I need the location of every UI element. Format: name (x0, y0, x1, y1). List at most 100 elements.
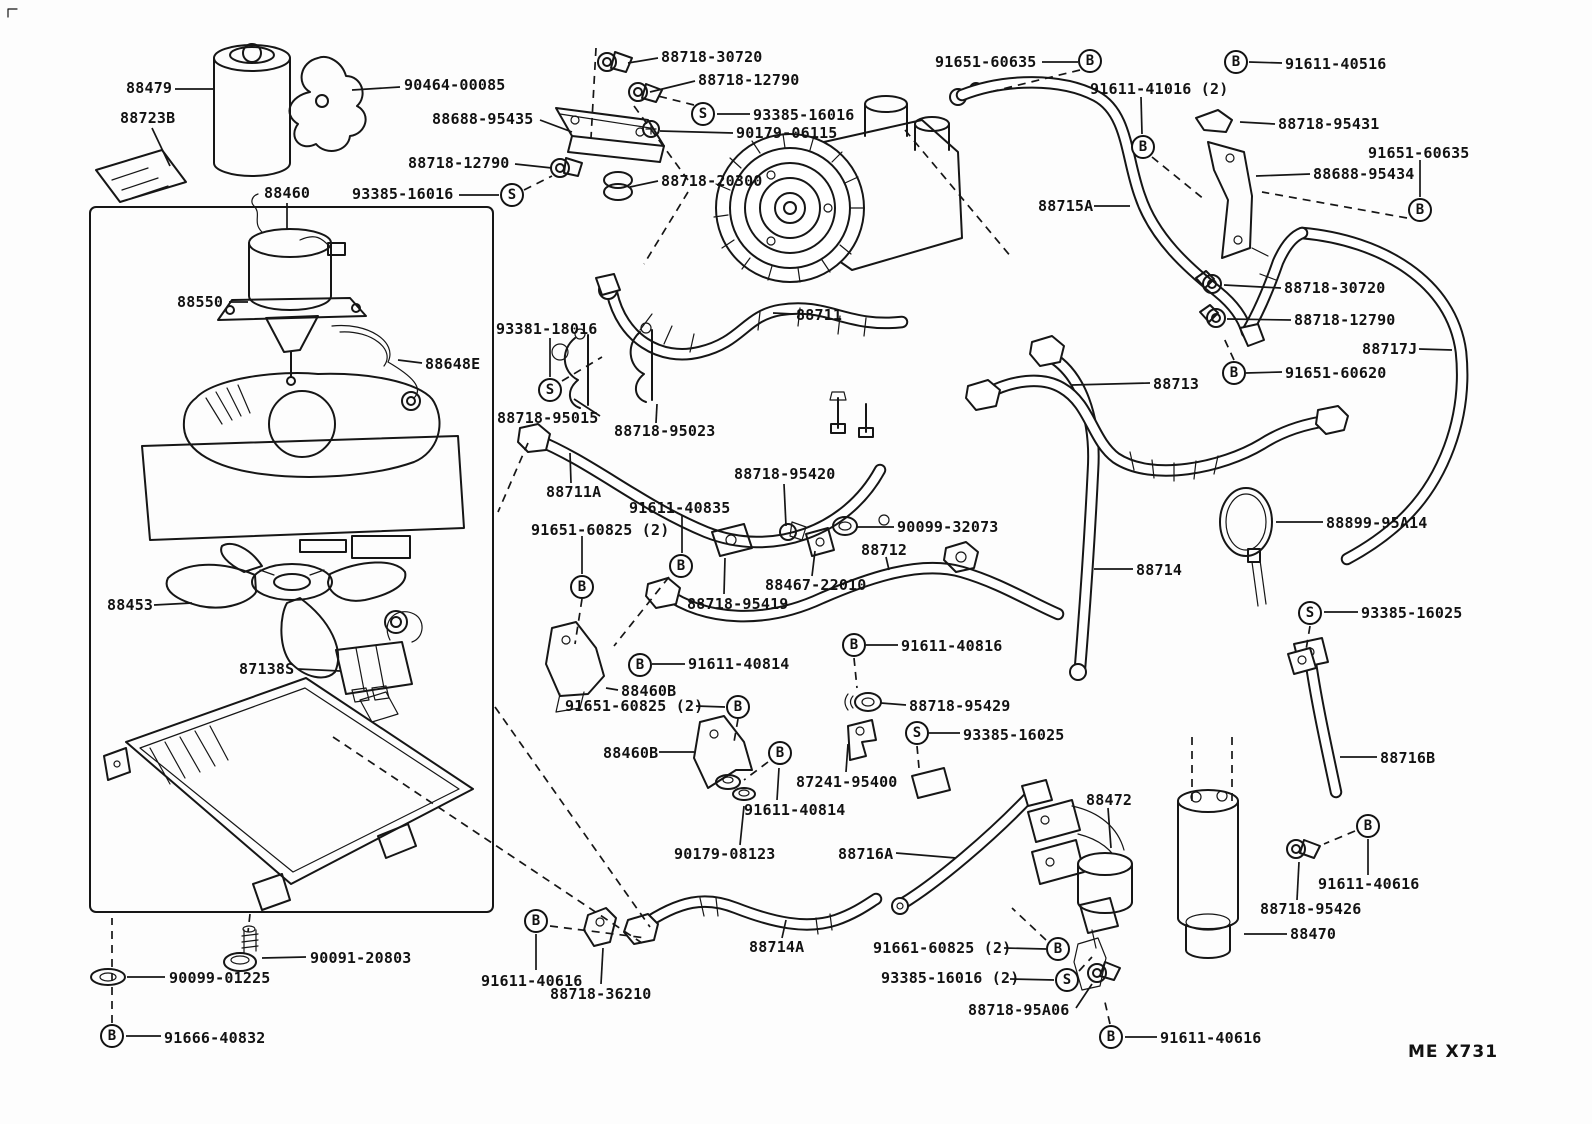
bolt-symbol-b: B (1408, 198, 1432, 222)
screw-symbol-s: S (538, 378, 562, 402)
part-label-88460b: 88460B (603, 744, 659, 762)
name-plate-88723b-drawing (96, 150, 186, 202)
compressor-drawing (714, 83, 982, 282)
part-label-88718-95023: 88718-95023 (614, 422, 716, 440)
leader-line (1071, 382, 1151, 386)
dashed-leader-line (733, 718, 739, 743)
bolt-symbol-b: B (1078, 49, 1102, 73)
blower-motor-88550-drawing (218, 194, 366, 385)
leader-line (297, 668, 341, 672)
part-label-87241-95400: 87241-95400 (796, 773, 898, 791)
leader-line (1140, 96, 1143, 135)
part-label-87138s: 87138S (239, 660, 295, 678)
part-label-88550: 88550 (177, 293, 224, 311)
leader-line (151, 127, 171, 167)
leader-line (649, 80, 696, 93)
dashed-leader-line (743, 761, 769, 781)
part-label-90099-32073: 90099-32073 (897, 518, 999, 536)
dashed-leader-line (1222, 335, 1235, 361)
diagram-code: ME X731 (1408, 1042, 1499, 1062)
part-label-88723b: 88723B (120, 109, 176, 127)
leader-line (1255, 173, 1311, 177)
dashed-leader-line (904, 129, 1013, 259)
clips-fittings-middle-drawing (565, 323, 978, 711)
screw-symbol-s: S (1298, 601, 1322, 625)
dashed-leader-line (633, 105, 689, 181)
brackets-88460b-drawing (546, 622, 950, 800)
leader-line (845, 743, 849, 773)
leader-line (695, 705, 726, 708)
part-label-91611-40616: 91611-40616 (1160, 1029, 1262, 1047)
dashed-leader-line (590, 47, 597, 139)
part-label-88460: 88460 (264, 184, 311, 202)
leader-line (569, 452, 572, 484)
part-label-91666-40832: 91666-40832 (164, 1029, 266, 1047)
part-label-91661-60825-2-: 91661-60825 (2) (873, 939, 1012, 957)
part-label-88899-95a14: 88899-95A14 (1326, 514, 1428, 532)
screw-symbol-s: S (691, 102, 715, 126)
part-label-93385-16025: 93385-16025 (963, 726, 1065, 744)
leader-line (351, 86, 401, 91)
part-label-88460b: 88460B (621, 682, 677, 700)
part-label-91611-40814: 91611-40814 (688, 655, 790, 673)
leader-line (776, 767, 780, 801)
cooling-unit-box (90, 207, 493, 912)
corner-tick (8, 9, 17, 17)
part-label-91611-40835: 91611-40835 (629, 499, 731, 517)
bolt-symbol-b: B (1099, 1025, 1123, 1049)
part-label-88718-30720: 88718-30720 (661, 48, 763, 66)
part-label-91651-60620: 91651-60620 (1285, 364, 1387, 382)
part-label-90099-01225: 90099-01225 (169, 969, 271, 987)
bolt-symbol-b: B (628, 653, 652, 677)
part-label-88472: 88472 (1086, 791, 1133, 809)
leader-line (1009, 978, 1055, 981)
bolt-symbol-b: B (1046, 937, 1070, 961)
bolt-symbol-b: B (768, 741, 792, 765)
leader-line (1418, 348, 1453, 351)
dashed-leader-line (1103, 997, 1111, 1025)
part-label-88714a: 88714A (749, 938, 805, 956)
leader-line (627, 57, 659, 64)
fan-blade-90464-drawing (289, 57, 365, 151)
bolt-symbol-b: B (524, 909, 548, 933)
dashed-leader-line (989, 69, 1081, 93)
canister-88479-drawing (214, 44, 290, 176)
dashed-leader-line (332, 736, 643, 944)
part-label-88718-12790: 88718-12790 (1294, 311, 1396, 329)
screw-symbol-s: S (905, 721, 929, 745)
dashed-leader-line (1078, 956, 1093, 972)
dashed-leader-line (1305, 625, 1311, 651)
bolt-symbol-b: B (1356, 814, 1380, 838)
part-label-88718-95426: 88718-95426 (1260, 900, 1362, 918)
bolt-symbol-b: B (1131, 135, 1155, 159)
leader-line (573, 398, 601, 417)
part-label-88718-30720: 88718-30720 (1284, 279, 1386, 297)
part-label-88688-95435: 88688-95435 (432, 110, 534, 128)
blower-housing-drawing (142, 373, 464, 558)
leader-line (629, 180, 659, 188)
bolt-symbol-b: B (1224, 50, 1248, 74)
dashed-leader-line (574, 598, 583, 645)
part-label-88718-12790: 88718-12790 (698, 71, 800, 89)
part-label-91611-40814: 91611-40814 (744, 801, 846, 819)
part-label-91611-40616: 91611-40616 (481, 972, 583, 990)
dashed-leader-line (561, 356, 603, 382)
part-label-91651-60825-2-: 91651-60825 (2) (531, 521, 670, 539)
leader-line (880, 702, 907, 706)
leader-line (781, 919, 787, 939)
leader-line (1296, 861, 1300, 901)
receiver-drier-88470-drawing (1178, 790, 1238, 958)
bolt-symbol-b: B (726, 695, 750, 719)
dashed-leader-line (653, 94, 695, 106)
leader-line (895, 852, 957, 859)
leader-line (1248, 61, 1283, 64)
cooling-fan-88453-drawing (167, 544, 406, 677)
part-label-88718-95429: 88718-95429 (909, 697, 1011, 715)
leader-line (772, 312, 794, 315)
part-label-88470: 88470 (1290, 925, 1337, 943)
part-label-88716a: 88716A (838, 845, 894, 863)
part-label-90464-00085: 90464-00085 (404, 76, 506, 94)
